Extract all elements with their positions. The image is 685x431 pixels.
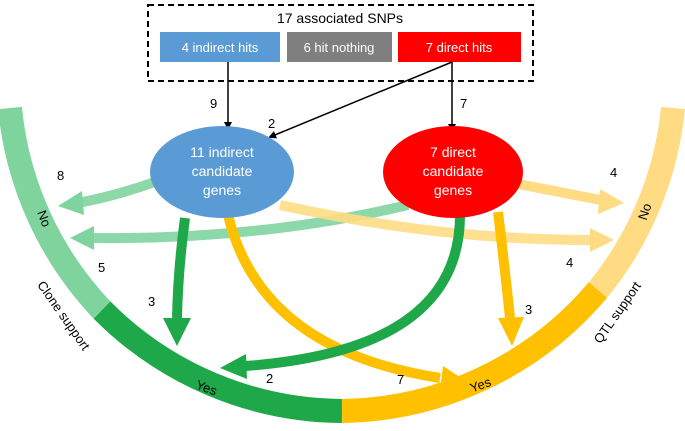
arrowhead-direct-qtl-no (598, 189, 624, 214)
clone-no-label: No (34, 208, 54, 229)
arrowhead-direct-clone-no (70, 226, 94, 250)
arrow-direct-qtl-no (517, 179, 601, 205)
arrow-direct-to-indirect (268, 61, 453, 139)
direct-node-line2: candidate (423, 163, 484, 179)
arrow-direct-clone-no (91, 200, 410, 244)
indirect-node-ellipse (150, 126, 294, 218)
arrow-indirect-qtl-no (278, 200, 591, 245)
snp-arrows (224, 61, 456, 139)
arc-labels: No Yes No Yes Clone support QTL support (34, 201, 654, 398)
qtl-yes-label: Yes (468, 374, 494, 396)
direct-node: 7 direct candidate genes (383, 126, 523, 218)
indirect-hits-box (160, 32, 280, 62)
indirect-hits-label: 4 indirect hits (182, 40, 259, 55)
arrowhead-direct-clone-yes (220, 354, 247, 379)
count-snp-to-indirect: 9 (210, 96, 217, 111)
clone-yes-arc (93, 301, 343, 423)
outer-arcs (0, 106, 685, 423)
qtl-no-label: No (635, 201, 654, 221)
count-direct-qtl-yes: 3 (525, 302, 532, 317)
snp-box: 17 associated SNPs 4 indirect hits 6 hit… (147, 4, 534, 82)
count-indirect-clone-no: 8 (57, 168, 64, 183)
count-indirect-clone-yes: 3 (148, 294, 155, 309)
count-direct-qtl-no: 4 (610, 165, 617, 180)
count-direct-clone-no: 5 (98, 260, 105, 275)
arrow-indirect-clone-yes (172, 217, 190, 319)
arrowhead-indirect-qtl-yes (440, 366, 466, 391)
count-direct-to-indirect: 2 (268, 116, 275, 131)
direct-hits-box (398, 32, 521, 62)
arrow-direct-clone-yes (245, 214, 465, 371)
arrowhead-indirect-clone-no (58, 191, 84, 215)
direct-hits-label: 7 direct hits (426, 40, 493, 55)
qtl-yes-arc (341, 282, 608, 423)
qtl-no-arc (588, 106, 685, 298)
clone-no-arc (0, 106, 111, 319)
flow-arrows (58, 175, 624, 391)
indirect-node-line3: genes (203, 182, 241, 198)
arrow-direct-qtl-yes (493, 211, 515, 319)
arrow-indirect-qtl-yes (223, 213, 441, 383)
snp-title: 17 associated SNPs (277, 10, 403, 26)
count-indirect-qtl-yes: 7 (397, 372, 404, 387)
indirect-node: 11 indirect candidate genes (150, 126, 294, 218)
direct-node-line1: 7 direct (430, 144, 476, 160)
clone-yes-label: Yes (194, 377, 220, 399)
arrowhead-indirect-clone-yes (163, 318, 191, 346)
count-snp-to-direct: 7 (460, 96, 467, 111)
arrowhead-direct-qtl-yes (498, 317, 524, 346)
hit-nothing-label: 6 hit nothing (304, 40, 375, 55)
count-labels: 9 2 7 8 5 3 2 4 4 3 7 (57, 96, 617, 387)
count-direct-clone-yes: 2 (266, 371, 273, 386)
arrowhead-indirect-qtl-no (590, 228, 614, 252)
arrow-indirect-clone-no (77, 175, 162, 208)
direct-node-line3: genes (434, 182, 472, 198)
count-indirect-qtl-no: 4 (566, 255, 573, 270)
direct-node-ellipse (383, 126, 523, 218)
hit-nothing-box (287, 32, 392, 62)
indirect-node-line1: 11 indirect (190, 144, 254, 160)
indirect-node-line2: candidate (192, 163, 253, 179)
